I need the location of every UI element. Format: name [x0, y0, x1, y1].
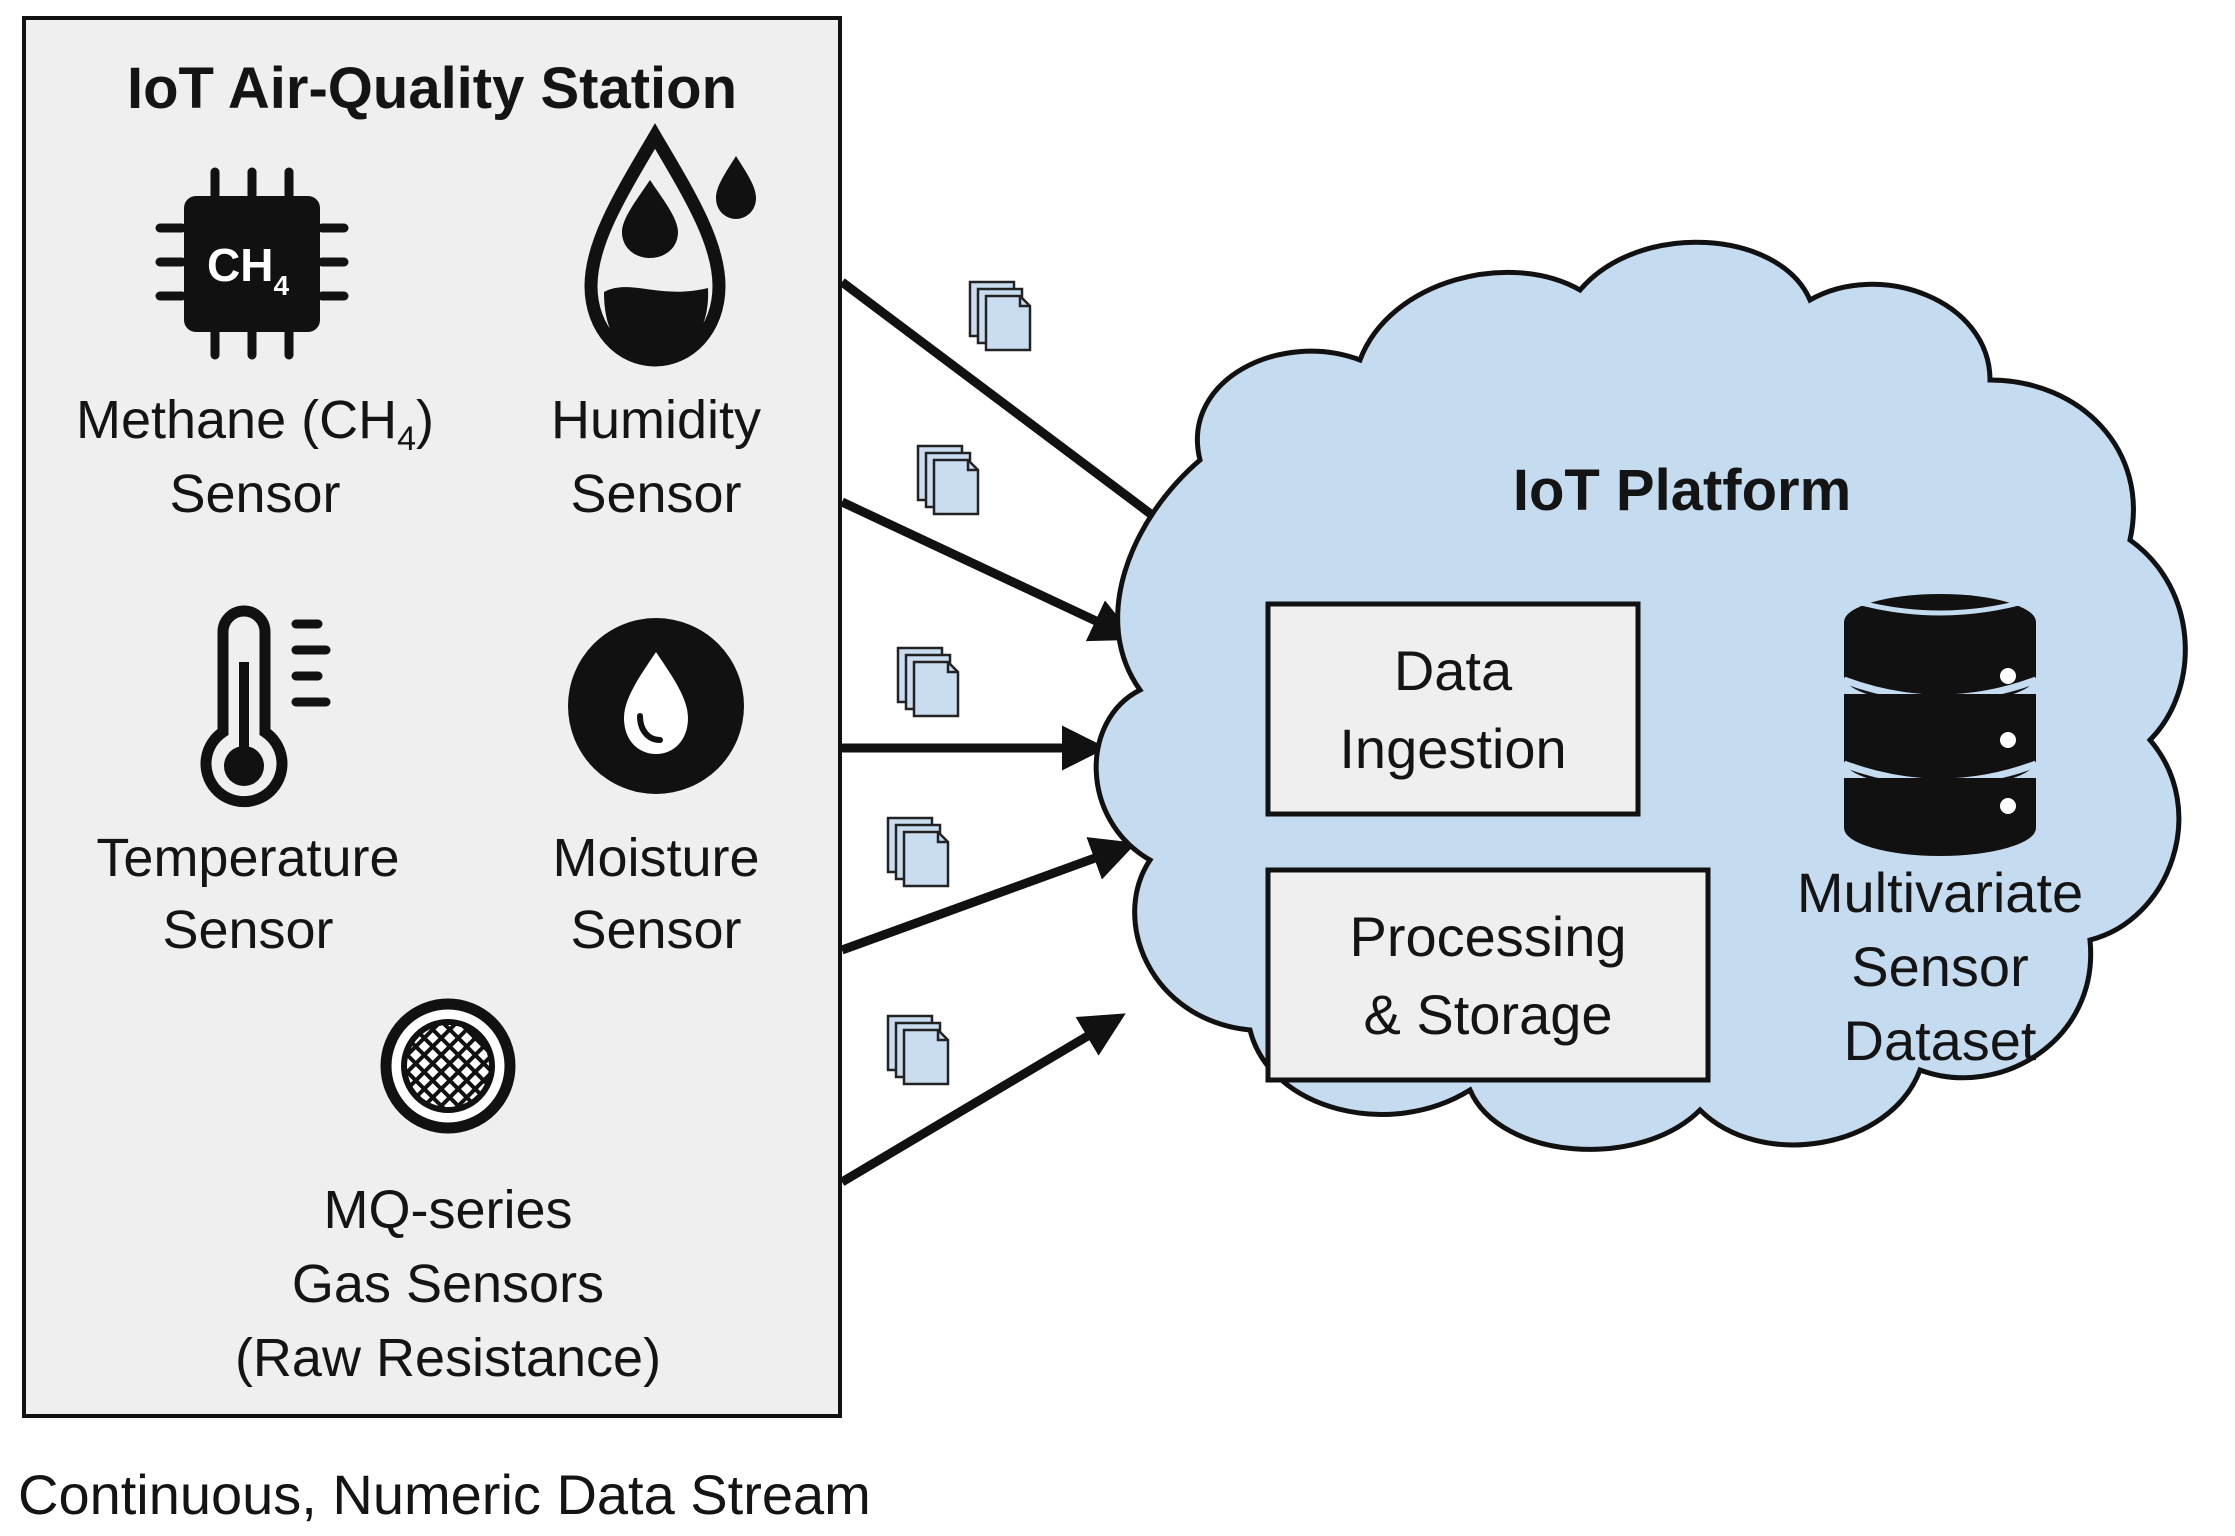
- humidity-drops-icon: [584, 123, 756, 367]
- moisture-drop-icon: [568, 618, 744, 794]
- processing-storage-label: Processing: [1349, 905, 1626, 968]
- gas-sensor-label: MQ-series: [323, 1180, 572, 1240]
- dataset-label-2: Sensor: [1851, 935, 2028, 998]
- moisture-sensor-label: Moisture: [552, 828, 759, 888]
- data-packet-icon: [968, 280, 1032, 352]
- processing-storage-label-2: & Storage: [1363, 983, 1612, 1046]
- data-packet-icon: [916, 444, 980, 516]
- temperature-sensor-label-2: Sensor: [162, 900, 333, 960]
- svg-text:CH4: CH4: [207, 239, 289, 301]
- data-ingestion-label-2: Ingestion: [1339, 717, 1566, 780]
- temperature-sensor-label: Temperature: [96, 828, 399, 888]
- arrow-5: [839, 1013, 1126, 1186]
- data-packet-icon: [886, 816, 950, 888]
- processing-storage-box: Processing & Storage: [1265, 867, 1711, 1083]
- stream-caption: Continuous, Numeric Data Stream: [18, 1463, 871, 1526]
- data-stream-arrows: [839, 278, 1196, 1186]
- data-ingestion-box: Data Ingestion: [1265, 601, 1641, 817]
- methane-chip-icon: CH4: [155, 167, 349, 360]
- platform-title: IoT Platform: [1513, 458, 1851, 523]
- arrow-2: [840, 497, 1137, 642]
- methane-sensor-label: Methane (CH4): [76, 390, 434, 458]
- moisture-sensor-label-2: Sensor: [570, 900, 741, 960]
- dataset-label-3: Dataset: [1844, 1009, 2037, 1072]
- data-ingestion-label: Data: [1394, 639, 1513, 702]
- thermometer-icon: [200, 605, 331, 808]
- database-icon: [1842, 594, 2038, 856]
- gas-sensor-label-2: Gas Sensors: [292, 1254, 604, 1314]
- gas-sensor-mesh-icon: [380, 998, 516, 1134]
- station-panel: IoT Air-Quality Station CH4 Methane (CH4…: [22, 16, 842, 1418]
- dataset-label: Multivariate: [1797, 861, 2083, 924]
- station-title: IoT Air-Quality Station: [127, 56, 737, 121]
- humidity-sensor-label-2: Sensor: [570, 464, 741, 524]
- arrow-4: [840, 837, 1137, 955]
- gas-sensor-label-3: (Raw Resistance): [235, 1328, 661, 1388]
- iot-platform-cloud: IoT Platform Data Ingestion Processing &…: [1093, 239, 2188, 1152]
- methane-sensor-label-2: Sensor: [169, 464, 340, 524]
- data-packet-icon: [896, 646, 960, 718]
- humidity-sensor-label: Humidity: [551, 390, 761, 450]
- data-packet-icon: [886, 1014, 950, 1086]
- arrow-1: [839, 278, 1196, 548]
